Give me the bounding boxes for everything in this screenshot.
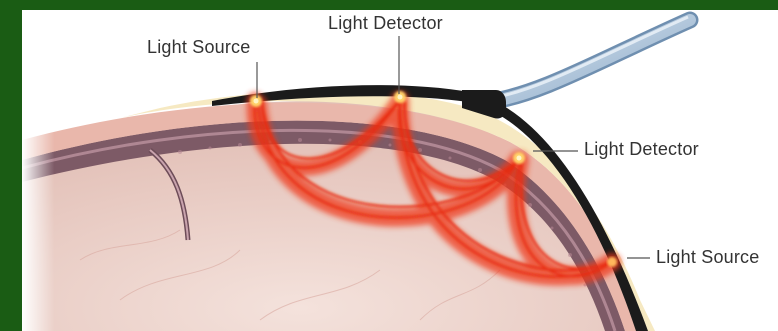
light-source-icon	[250, 95, 262, 107]
label-light-source-right: Light Source	[656, 247, 759, 268]
light-detector-icon	[394, 91, 406, 103]
light-detector-icon	[513, 152, 525, 164]
fiber-cable-icon	[462, 17, 690, 119]
label-light-detector-top: Light Detector	[328, 13, 443, 34]
label-light-source-top: Light Source	[147, 37, 250, 58]
light-source-icon	[607, 257, 617, 267]
label-light-detector-right: Light Detector	[584, 139, 699, 160]
